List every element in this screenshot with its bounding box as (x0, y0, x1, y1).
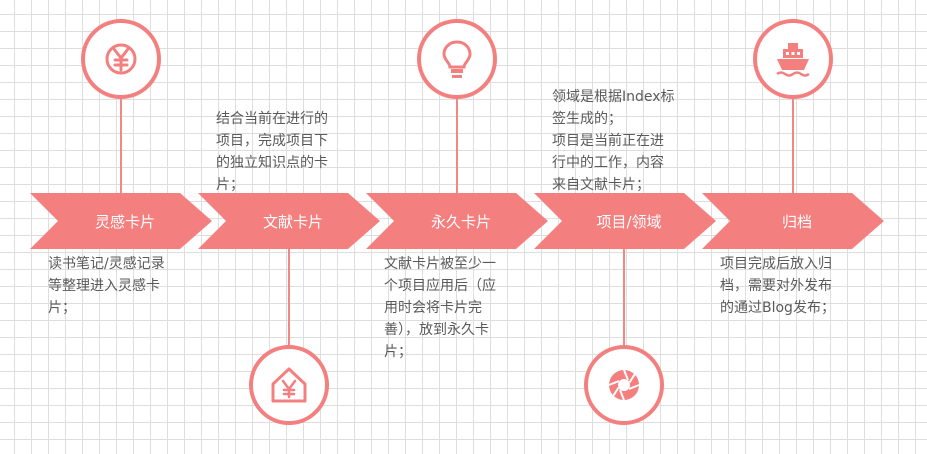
stage-arrow-archive: 归档 (702, 193, 884, 249)
connector-line-5 (792, 95, 794, 195)
light-bulb-icon (417, 19, 497, 99)
chevron-shape (702, 193, 884, 249)
yen-coin-icon (81, 19, 161, 99)
aperture-icon (584, 345, 664, 425)
stage-description-inspiration: 读书笔记/灵感记录 等整理进入灵感卡 片； (48, 256, 165, 316)
stage-description-project-area: 领域是根据Index标 签生成的； 项目是当前正在进 行中的工作，内容 来自文献… (552, 89, 675, 193)
stage-description-literature: 结合当前在进行的 项目，完成项目下 的独立知识点的卡 片； (216, 111, 328, 193)
stage-label: 永久卡片 (430, 212, 491, 231)
connector-line-2 (288, 247, 290, 347)
stage-label: 项目/领域 (596, 212, 662, 231)
stage-arrow-inspiration: 灵感卡片 (30, 193, 212, 249)
stage-label: 归档 (781, 212, 812, 231)
chevron-shape (366, 193, 548, 249)
yen-house-icon (249, 345, 329, 425)
stage-label: 灵感卡片 (94, 212, 155, 231)
connector-line-4 (623, 247, 625, 347)
chevron-shape (30, 193, 212, 249)
connector-line-1 (120, 95, 122, 195)
stage-description-permanent: 文献卡片被至少一 个项目应用后（应 用时会将卡片完 善），放到永久卡 片； (384, 256, 496, 360)
chevron-shape (534, 193, 716, 249)
stage-arrow-project-area: 项目/领域 (534, 193, 716, 249)
chevron-shape (198, 193, 380, 249)
ship-icon (753, 19, 833, 99)
stage-arrow-literature: 文献卡片 (198, 193, 380, 249)
stage-label: 文献卡片 (262, 212, 323, 231)
stage-arrow-permanent: 永久卡片 (366, 193, 548, 249)
stage-description-archive: 项目完成后放入归 档，需要对外发布 的通过Blog发布； (720, 256, 835, 316)
connector-line-3 (456, 95, 458, 195)
